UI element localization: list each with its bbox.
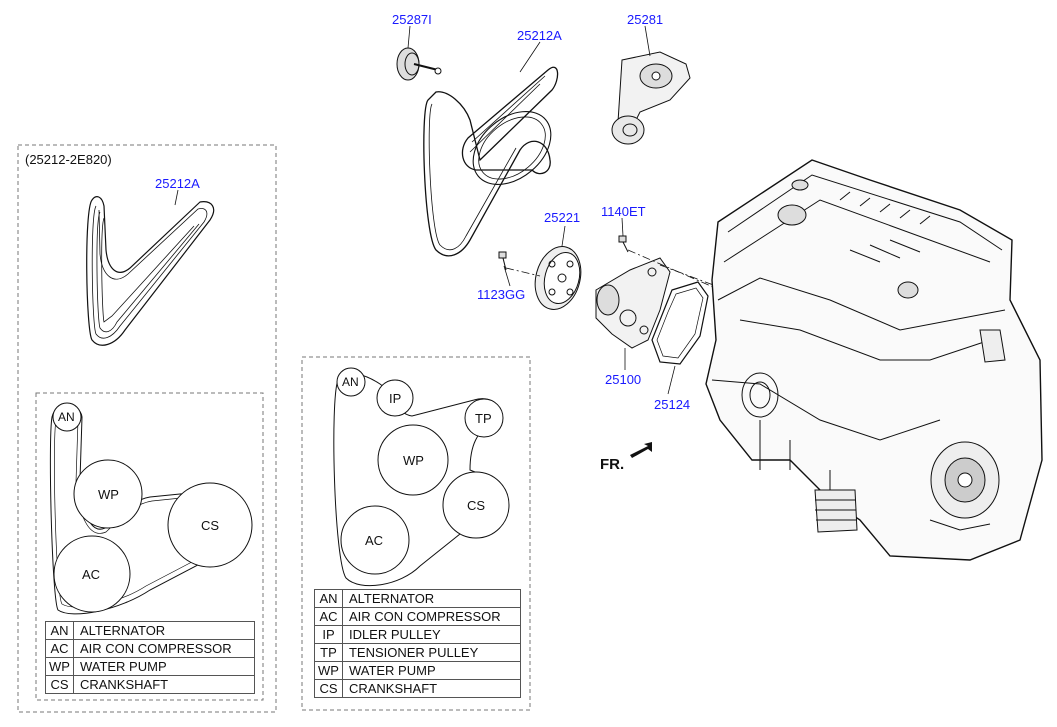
- part-label-25124[interactable]: 25124: [654, 397, 691, 412]
- pulley-tp-right: [464, 398, 504, 438]
- part-label-25281[interactable]: 25281: [627, 12, 664, 27]
- legend-abbr: CS: [314, 679, 343, 698]
- pulley-ac-left: [53, 535, 131, 613]
- legend-abbr: IP: [314, 625, 343, 644]
- part-label-1140et[interactable]: 1140ET: [601, 204, 646, 219]
- pulley-ac-right: [340, 505, 410, 575]
- left-routing-box: [35, 392, 264, 701]
- legend-abbr: AN: [45, 621, 74, 640]
- left-belt-routing: [49, 402, 253, 615]
- pulley-label-cs-left: CS: [201, 518, 220, 533]
- part-label-25100[interactable]: 25100: [605, 372, 642, 387]
- right-belt-routing: [333, 367, 510, 587]
- bolt-1140et-drawing: [618, 235, 629, 253]
- pulley-label-an-right: AN: [342, 375, 359, 389]
- legend-name: CRANKSHAFT: [72, 675, 256, 694]
- legend-abbr: CS: [45, 675, 74, 694]
- legend-name: WATER PUMP: [72, 657, 256, 676]
- water-pump-drawing: [595, 257, 671, 349]
- pulley-an-left: [52, 402, 82, 432]
- bolt-1123gg-drawing: [498, 251, 507, 271]
- pulley-label-cs-right: CS: [467, 498, 486, 513]
- legend-name: ALTERNATOR: [72, 621, 256, 640]
- pulley-label-wp-right: WP: [403, 453, 424, 468]
- engine-block-drawing: [705, 159, 1043, 561]
- legend-name: WATER PUMP: [341, 661, 522, 680]
- pulley-cs-right: [442, 471, 510, 539]
- pulley-label-tp-right: TP: [475, 411, 492, 426]
- water-pump-pulley-drawing: [534, 246, 582, 310]
- pulley-label-ip-right: IP: [389, 391, 402, 406]
- legend-abbr: WP: [314, 661, 343, 680]
- front-arrow-icon: [630, 442, 652, 458]
- legend-name: IDLER PULLEY: [341, 625, 522, 644]
- legend-abbr: TP: [314, 643, 343, 662]
- pulley-label-ac-left: AC: [82, 567, 101, 582]
- pulley-wp-right: [377, 424, 449, 496]
- legend-name: CRANKSHAFT: [341, 679, 522, 698]
- main-belt-drawing: [423, 66, 559, 257]
- inset-dashed-box: [17, 144, 277, 713]
- inset-title: (25212-2E820): [25, 152, 112, 167]
- pulley-wp-left: [73, 459, 143, 529]
- tensioner-drawing: [611, 51, 691, 145]
- inset-belt-drawing: [86, 196, 215, 346]
- gasket-drawing: [651, 281, 709, 365]
- part-label-25212a-inset[interactable]: 25212A: [155, 176, 200, 191]
- pulley-label-ac-right: AC: [365, 533, 384, 548]
- part-label-25287i[interactable]: 25287I: [392, 12, 432, 27]
- legend-name: AIR CON COMPRESSOR: [72, 639, 256, 658]
- pulley-an-right: [336, 367, 366, 397]
- part-label-25212a-main[interactable]: 25212A: [517, 28, 562, 43]
- legend-name: AIR CON COMPRESSOR: [341, 607, 522, 626]
- legend-name: ALTERNATOR: [341, 589, 522, 608]
- part-label-1123gg[interactable]: 1123GG: [477, 287, 526, 302]
- front-marker: FR.: [600, 456, 625, 473]
- pulley-label-wp-left: WP: [98, 487, 119, 502]
- pulley-cs-left: [167, 482, 253, 568]
- part-label-25221[interactable]: 25221: [544, 210, 581, 225]
- legend-abbr: AN: [314, 589, 343, 608]
- legend-name: TENSIONER PULLEY: [341, 643, 522, 662]
- idler-pulley-drawing: [396, 47, 442, 81]
- legend-abbr: AC: [45, 639, 74, 658]
- right-routing-box: [301, 356, 531, 711]
- legend-abbr: AC: [314, 607, 343, 626]
- leader-lines: [174, 25, 676, 395]
- pulley-ip-right: [376, 379, 414, 417]
- legend-abbr: WP: [45, 657, 74, 676]
- pulley-label-an-left: AN: [58, 410, 75, 424]
